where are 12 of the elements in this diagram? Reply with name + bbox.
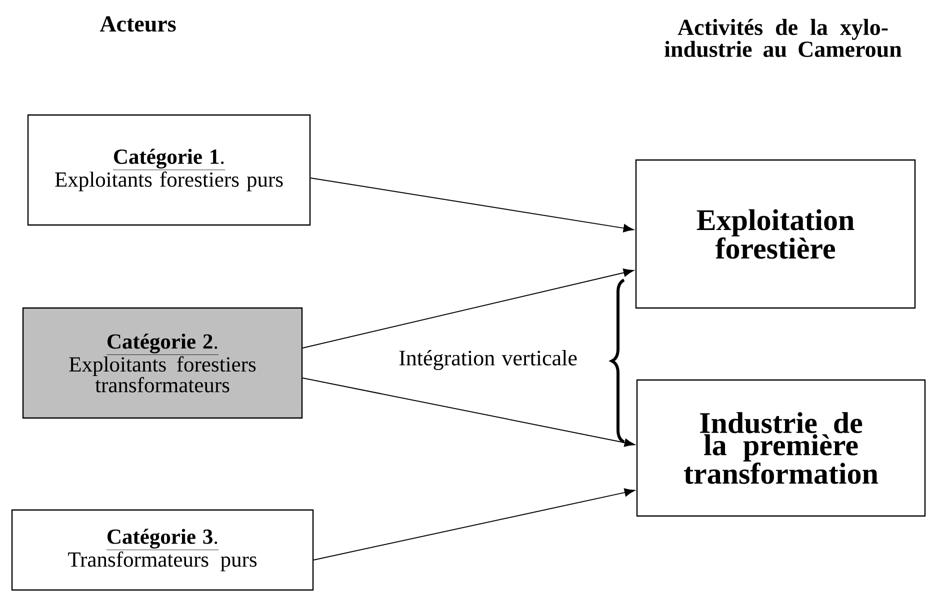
arrow xyxy=(313,488,635,560)
activity-box: Exploitation forestière xyxy=(635,159,916,309)
column-heading: Activités de la xylo-industrie au Cameroun xyxy=(664,18,902,58)
arrow xyxy=(302,268,634,348)
actor-box: Catégorie 1. Exploitants forestiers purs xyxy=(27,114,311,226)
arrow xyxy=(310,178,634,232)
activity-box: Industrie de la première transformation xyxy=(636,379,926,517)
arrow xyxy=(302,378,635,447)
brace-label: Intégration verticale xyxy=(399,350,577,370)
column-heading: Acteurs xyxy=(100,16,176,32)
actor-box: Catégorie 2. Exploitants forestiers transformateurs xyxy=(22,307,303,419)
actor-box: Catégorie 3. Transformateurs purs xyxy=(11,509,314,591)
